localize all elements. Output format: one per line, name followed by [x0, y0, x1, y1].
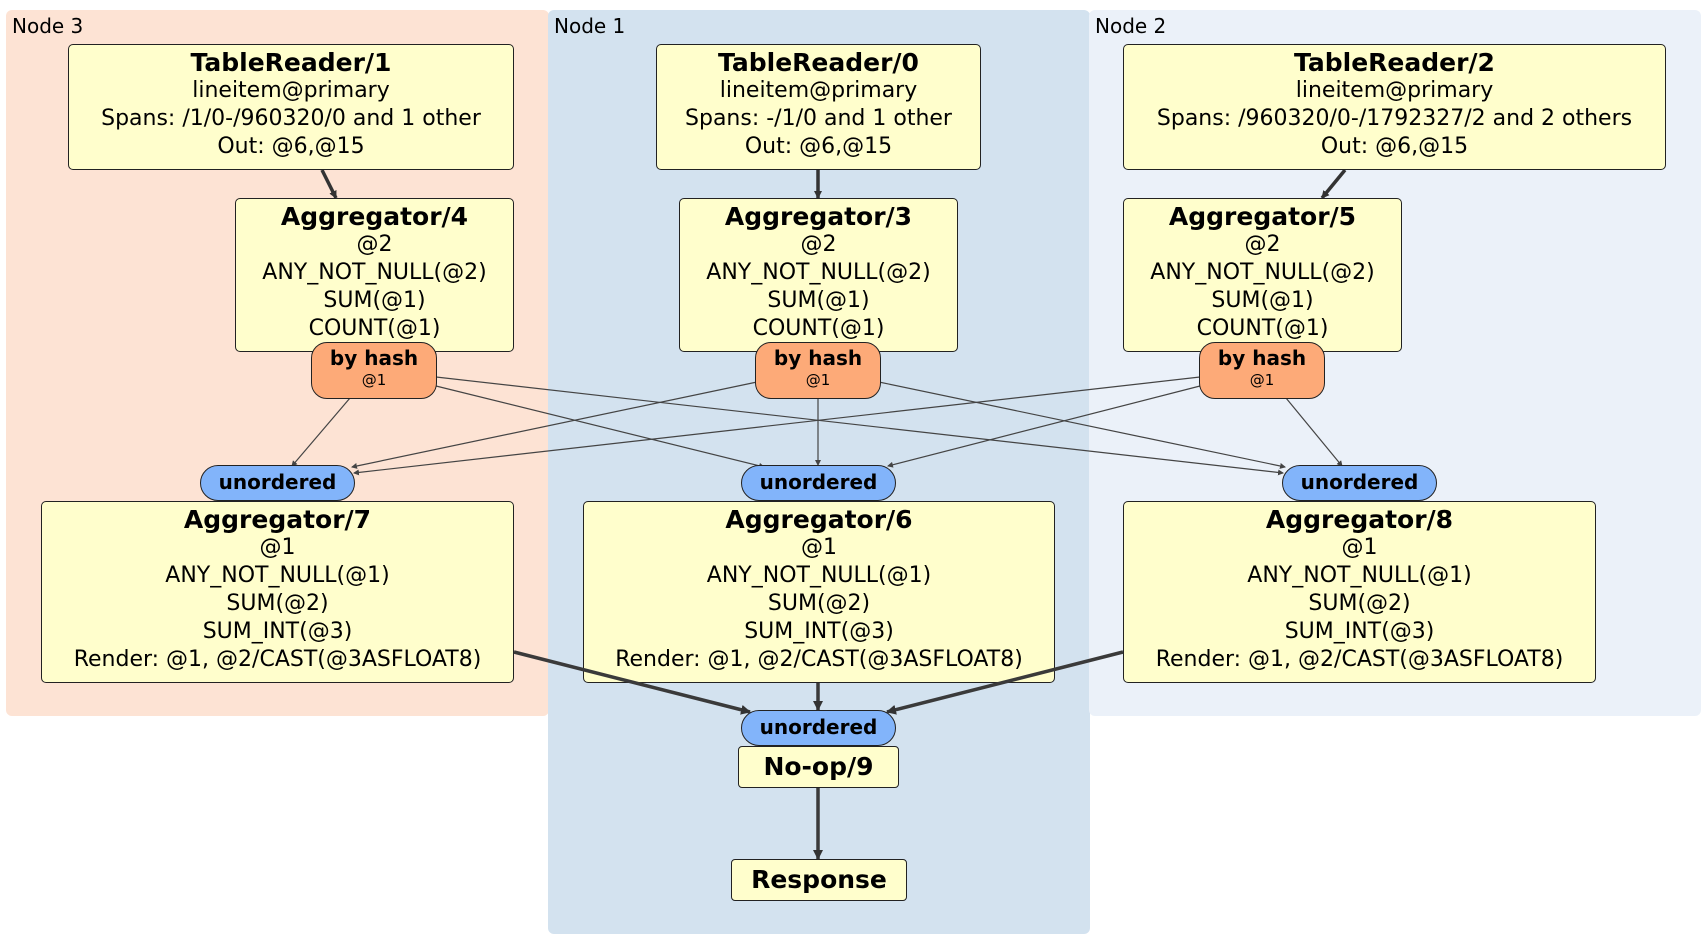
processor-line: lineitem@primary — [1295, 78, 1494, 103]
processor-title: Aggregator/3 — [724, 202, 913, 231]
processor-line: Spans: /1/0-/960320/0 and 1 other — [101, 106, 481, 131]
edge-r4-s6 — [435, 385, 765, 469]
edge-r5-s8 — [1285, 397, 1343, 467]
aggregator-4-node[interactable]: Aggregator/4 @2 ANY_NOT_NULL(@2) SUM(@1)… — [235, 198, 514, 352]
processor-title: TableReader/2 — [1294, 48, 1495, 77]
processor-line: SUM(@2) — [767, 591, 871, 616]
aggregator-8-node[interactable]: Aggregator/8 @1 ANY_NOT_NULL(@1) SUM(@2)… — [1123, 501, 1596, 683]
router-by-hash-5[interactable]: by hash @1 — [1199, 342, 1325, 399]
router-column: @1 — [1249, 371, 1275, 389]
processor-line: lineitem@primary — [719, 78, 918, 103]
tablereader-0-node[interactable]: TableReader/0 lineitem@primary Spans: -/… — [656, 44, 981, 170]
sync-unordered-8[interactable]: unordered — [1282, 465, 1437, 501]
router-title: by hash — [329, 346, 419, 370]
aggregator-5-node[interactable]: Aggregator/5 @2 ANY_NOT_NULL(@2) SUM(@1)… — [1123, 198, 1402, 352]
edge-tr2-agg5 — [1320, 168, 1347, 200]
region-label: Node 1 — [554, 14, 626, 38]
router-column: @1 — [361, 371, 387, 389]
edge-r4-s8 — [435, 376, 1284, 476]
processor-line: @2 — [800, 232, 837, 257]
aggregator-6-node[interactable]: Aggregator/6 @1 ANY_NOT_NULL(@1) SUM(@2)… — [583, 501, 1055, 683]
processor-line: @1 — [1341, 535, 1378, 560]
processor-line: COUNT(@1) — [1196, 316, 1329, 341]
processor-title: Aggregator/8 — [1265, 505, 1454, 534]
processor-line: SUM(@1) — [323, 288, 426, 313]
sync-unordered-6[interactable]: unordered — [741, 465, 896, 501]
edge-r3-s7 — [351, 381, 758, 469]
router-title: by hash — [773, 346, 863, 370]
processor-line: ANY_NOT_NULL(@2) — [1150, 260, 1375, 285]
processor-title: TableReader/0 — [718, 48, 919, 77]
router-title: by hash — [1217, 346, 1307, 370]
processor-line: SUM(@2) — [226, 591, 329, 616]
router-by-hash-4[interactable]: by hash @1 — [311, 342, 437, 399]
tablereader-2-node[interactable]: TableReader/2 lineitem@primary Spans: /9… — [1123, 44, 1666, 170]
processor-line: ANY_NOT_NULL(@1) — [1247, 563, 1472, 588]
processor-line: ANY_NOT_NULL(@2) — [706, 260, 931, 285]
processor-line: Render: @1, @2/CAST(@3ASFLOAT8) — [1155, 647, 1564, 672]
edge-tr1-agg4 — [320, 169, 338, 199]
edge-r4-s7 — [291, 397, 351, 467]
processor-line: SUM_INT(@3) — [744, 619, 894, 644]
sync-unordered-9[interactable]: unordered — [741, 710, 896, 746]
processor-line: Spans: -/1/0 and 1 other — [685, 106, 952, 131]
processor-line: Out: @6,@15 — [217, 134, 365, 159]
processor-line: Render: @1, @2/CAST(@3ASFLOAT8) — [73, 647, 482, 672]
processor-line: ANY_NOT_NULL(@1) — [165, 563, 390, 588]
edge-r5-s6 — [887, 385, 1201, 468]
processor-title: Aggregator/5 — [1168, 202, 1357, 231]
processor-line: Spans: /960320/0-/1792327/2 and 2 others — [1156, 106, 1633, 131]
processor-line: SUM(@2) — [1308, 591, 1411, 616]
processor-line: SUM_INT(@3) — [202, 619, 353, 644]
processor-line: Out: @6,@15 — [1320, 134, 1469, 159]
router-column: @1 — [805, 371, 831, 389]
region-label: Node 3 — [12, 14, 84, 38]
response-node[interactable]: Response — [731, 859, 907, 901]
edge-r5-s7 — [353, 376, 1201, 476]
tablereader-1-node[interactable]: TableReader/1 lineitem@primary Spans: /1… — [68, 44, 514, 170]
processor-line: SUM(@1) — [767, 288, 870, 313]
processor-title: Aggregator/4 — [280, 202, 469, 231]
processor-line: @2 — [356, 232, 393, 257]
aggregator-7-node[interactable]: Aggregator/7 @1 ANY_NOT_NULL(@1) SUM(@2)… — [41, 501, 514, 683]
processor-line: SUM_INT(@3) — [1284, 619, 1435, 644]
router-by-hash-3[interactable]: by hash @1 — [755, 342, 881, 399]
processor-line: COUNT(@1) — [752, 316, 885, 341]
processor-line: @2 — [1244, 232, 1281, 257]
processor-line: SUM(@1) — [1211, 288, 1314, 313]
processor-line: ANY_NOT_NULL(@2) — [262, 260, 487, 285]
processor-title: Aggregator/7 — [183, 505, 372, 534]
processor-line: lineitem@primary — [192, 78, 390, 103]
processor-line: Render: @1, @2/CAST(@3ASFLOAT8) — [615, 647, 1023, 672]
aggregator-3-node[interactable]: Aggregator/3 @2 ANY_NOT_NULL(@2) SUM(@1)… — [679, 198, 958, 352]
edge-r3-s8 — [878, 381, 1286, 469]
processor-line: @1 — [801, 535, 837, 560]
processor-line: COUNT(@1) — [308, 316, 441, 341]
processor-line: @1 — [259, 535, 296, 560]
processor-line: ANY_NOT_NULL(@1) — [706, 563, 932, 588]
processor-title: Aggregator/6 — [725, 505, 913, 534]
region-label: Node 2 — [1095, 14, 1167, 38]
processor-line: Out: @6,@15 — [744, 134, 893, 159]
sync-unordered-7[interactable]: unordered — [200, 465, 355, 501]
processor-title: TableReader/1 — [190, 48, 392, 77]
noop-9-node[interactable]: No-op/9 — [738, 746, 899, 788]
